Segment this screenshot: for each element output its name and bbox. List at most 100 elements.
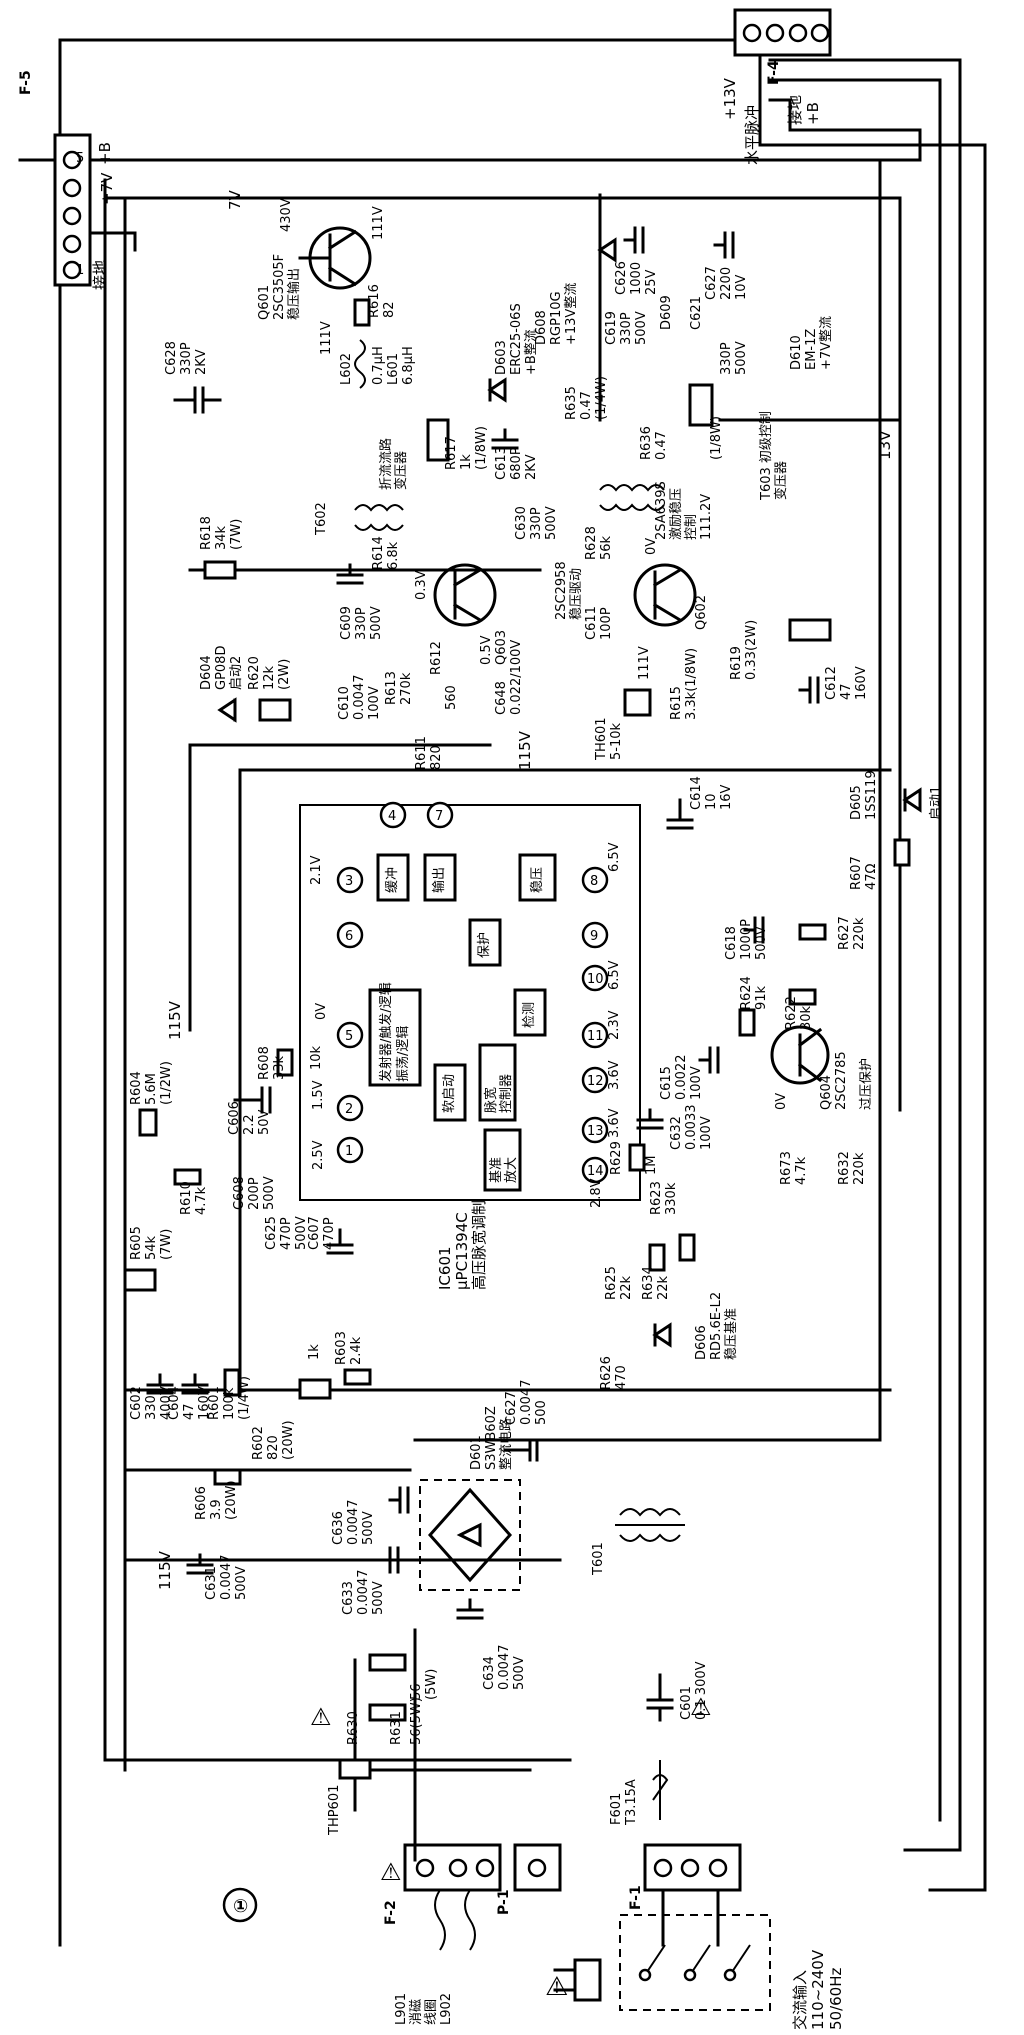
c607v-label: 470P	[322, 1217, 337, 1250]
c627zb-label: 500	[534, 1400, 549, 1425]
r635-label: R635	[564, 386, 579, 420]
transformer-t603	[599, 484, 665, 511]
v115b-label: 115V	[516, 730, 534, 770]
thp601-label: THP601	[327, 1785, 342, 1836]
r623-label: R623	[649, 1181, 664, 1215]
hpulse-label: 水平脉冲	[743, 105, 761, 165]
v25-label: 2.5V	[311, 1140, 326, 1170]
c636-label: C636	[331, 1511, 346, 1545]
d601b-label: 整流电路	[498, 1418, 514, 1470]
r614v-label: 6.8k	[386, 541, 401, 570]
diode-d603	[487, 377, 507, 403]
capacitor-c612	[798, 676, 820, 704]
v13-label: 13V	[876, 430, 894, 460]
posistor-block	[338, 1628, 417, 1862]
c619b-label: 500V	[634, 311, 649, 345]
capacitor-c615	[698, 1046, 720, 1074]
d604a-label: GP08D	[214, 646, 229, 690]
d605b-label: 启动1	[929, 786, 944, 820]
r636a-label: 0.47	[654, 431, 669, 460]
r620-label: R620	[247, 656, 262, 690]
ac-f-label: 50/60Hz	[827, 1967, 845, 2030]
c609b-label: 500V	[369, 606, 384, 640]
plusB2-label: +B	[804, 102, 822, 125]
c632b-label: 100V	[699, 1116, 714, 1150]
c618b-label: 500V	[754, 926, 769, 960]
diode-d608	[597, 237, 617, 263]
ic601a-label: μPC1394C	[453, 1212, 471, 1290]
resistor-r627	[798, 923, 827, 941]
c606a-label: 2.2	[242, 1114, 257, 1135]
f4-label: F-4	[766, 60, 782, 85]
svg-text:5: 5	[345, 1029, 353, 1044]
r632-label: R632	[837, 1151, 852, 1185]
r606-label: R606	[194, 1486, 209, 1520]
blk-output: 输出	[431, 867, 447, 893]
r634-label: R634	[641, 1266, 656, 1300]
c613b-label: 2KV	[524, 454, 539, 480]
d610a-label: EM-1Z	[804, 329, 819, 370]
r612v-label: 560	[444, 685, 459, 710]
capacitor-c628	[173, 386, 222, 414]
f601-label: F601	[609, 1793, 624, 1825]
r604b-label: (1/2W)	[159, 1061, 174, 1105]
q602d-label: 111.2V	[699, 494, 714, 540]
c6c-label: 500V	[734, 341, 749, 375]
r630v-label: 56(5W)	[409, 1697, 424, 1745]
resistor-r620	[258, 698, 292, 722]
r607v-label: 47Ω	[864, 863, 879, 890]
svg-text:3: 3	[345, 874, 353, 889]
l601-label: L601	[386, 353, 401, 385]
t603b-label: 变压器	[773, 461, 789, 500]
v21-label: 2.1V	[309, 855, 324, 885]
plus13-label: +13V	[721, 77, 739, 120]
svg-text:13: 13	[587, 1124, 604, 1139]
c615-label: C615	[659, 1066, 674, 1100]
c632a-label: 0.0033	[684, 1105, 699, 1151]
thermistor-th601	[623, 688, 652, 717]
blk-osc: 发射器/触发/逻辑	[378, 982, 394, 1082]
l901a-label: 消磁	[409, 1999, 424, 2025]
connector-p1	[513, 1843, 562, 1892]
c602-label: C602	[129, 1386, 144, 1420]
resistor-r602	[298, 1378, 332, 1400]
c630b-label: 500V	[544, 506, 559, 540]
c636a-label: 0.0047	[346, 1500, 361, 1546]
blk-start: 软启动	[442, 1074, 457, 1113]
svg-text:12: 12	[587, 1074, 604, 1089]
c636b-label: 500V	[361, 1511, 376, 1545]
c627b-label: 10V	[734, 274, 749, 300]
t601-label: T601	[591, 1542, 606, 1576]
q601a-label: 2SC3505F	[272, 254, 287, 320]
d605a-label: 1SS119	[864, 770, 879, 820]
d601-label: D601	[469, 1435, 484, 1470]
r618a-label: 34k	[214, 525, 229, 550]
c606-label: C606	[227, 1101, 242, 1135]
r620b-label: (2W)	[277, 659, 292, 690]
v0-q602: 0V	[644, 538, 659, 555]
r601k-label: 1k	[307, 1344, 322, 1360]
v115a-label: 115V	[166, 1000, 184, 1040]
c606b-label: 50V	[257, 1109, 272, 1135]
r619v-label: 0.33(2W)	[744, 620, 759, 680]
plusB-label: +B	[96, 142, 114, 165]
warn-icon: ⚠	[545, 1972, 568, 2002]
blk-osc2: 振荡/逻辑	[396, 1026, 411, 1082]
blk-buffer: 缓冲	[385, 867, 400, 893]
c619-label: C619	[604, 311, 619, 345]
d604b-label: 启动2	[229, 656, 244, 690]
l902-label: L902	[439, 1993, 454, 2025]
figure-number: ①	[222, 1887, 258, 1923]
r608v-label: 33k	[272, 1055, 287, 1080]
blk-protect: 保护	[477, 932, 492, 958]
c618-label: C618	[724, 926, 739, 960]
d608b-label: +13V整流	[564, 283, 579, 345]
r615v-label: 3.3k(1/8W)	[684, 648, 699, 720]
r601-label: R601	[207, 1386, 222, 1420]
resistor-r617	[426, 418, 450, 462]
blk-amp: 基准	[489, 1157, 504, 1183]
ic601-label: IC601	[436, 1246, 454, 1290]
r604a-label: 5.6M	[144, 1073, 159, 1105]
c611v-label: 100P	[599, 607, 614, 640]
